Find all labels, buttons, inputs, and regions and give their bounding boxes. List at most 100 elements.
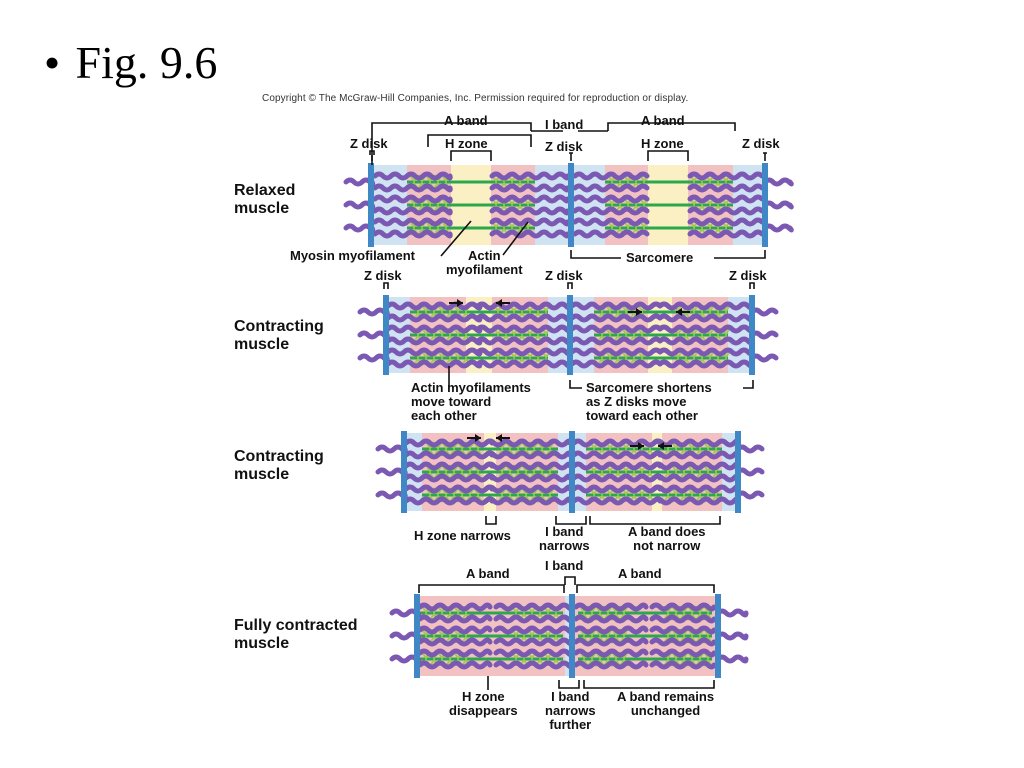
full-bridge-0-0 [421, 605, 471, 621]
contracting2-bridge-2-2 [589, 487, 655, 503]
contracting1-actin-3-2b [657, 359, 754, 369]
contracting2-z-disk-0 [401, 431, 407, 513]
label-sarcomere: Sarcomere [626, 250, 694, 265]
relaxed-actin-1-2a [489, 217, 570, 227]
z-r2-left [383, 282, 389, 289]
relaxed-actin-1-1a [489, 194, 570, 204]
relaxed-actin-2-1b [572, 206, 650, 216]
contracting1-bridge-1-0 [493, 304, 551, 320]
arrow-r2-mid-left-head [636, 308, 642, 316]
label-a-band-left: A band [444, 113, 488, 128]
contracting1-band-9 [728, 297, 752, 373]
contracting2-actin-1-0b [483, 450, 573, 460]
contracting1-actin-2-2a [569, 347, 663, 357]
bracket-sarcomere-shortens-left [569, 380, 582, 389]
relaxed-bridge-0-0 [409, 174, 451, 190]
contracting1-bridge-3-1 [673, 327, 731, 343]
contracting1-actin-2-0b [569, 313, 663, 323]
contracting1-bridge-0-2 [413, 350, 471, 366]
relaxed-bridge-1-0 [491, 174, 533, 190]
arrow-r3-left-head [475, 434, 481, 442]
contracting2-ext-1-0 [735, 444, 765, 454]
contracting1-actin-0-0a [385, 301, 483, 311]
contracting2-actin-2-0a [571, 438, 663, 448]
contracting1-actin-2-2b [569, 359, 663, 369]
contracting1-bridge-1-2 [493, 350, 551, 366]
contracting2-bridge-0-0 [425, 441, 483, 457]
label-a-band-r4-left: A band [466, 566, 510, 581]
contracting2-actin-1-1a [483, 461, 573, 471]
relaxed-z-disk-2 [762, 163, 768, 247]
contracting1-z-disk-0 [383, 295, 389, 375]
contracting1-bridge-0-0 [413, 304, 471, 320]
label-z-disk-r2-right: Z disk [729, 268, 767, 283]
contracting2-bridge-0-1 [425, 464, 483, 480]
contracting2-bridge-0-2 [425, 487, 483, 503]
full-actin-0-2b [417, 660, 493, 670]
full-z-disk-0 [414, 594, 420, 678]
full-bridge-3-2 [663, 651, 713, 667]
bracket-sarcomere-right [714, 250, 766, 259]
arrow-r2-mid-right-head [676, 308, 682, 316]
relaxed-actin-3-2a [687, 217, 765, 227]
relaxed-actin-0-0a [372, 171, 453, 181]
contracting1-actin-2-0a [569, 301, 663, 311]
bands [343, 163, 794, 678]
relaxed-ext-1-0 [762, 177, 794, 187]
arrow-r3-mid-left-head [638, 442, 644, 450]
relaxed-bridge-2-0 [607, 174, 649, 190]
contracting2-bridge-1-2 [497, 487, 555, 503]
relaxed-actin-2-2b [572, 229, 650, 239]
full-actin-0-0b [417, 614, 493, 624]
relaxed-actin-2-2a [572, 217, 650, 227]
full-actin-0-1b [417, 637, 493, 647]
label-h-zone-narrows: H zone narrows [414, 528, 511, 543]
relaxed-z-disk-0 [368, 163, 374, 247]
full-ext-1-2 [715, 654, 749, 664]
label-i-band-top: I band [545, 117, 584, 132]
relaxed-actin-1-1b [489, 206, 570, 216]
relaxed-bridge-0-1 [409, 197, 451, 213]
full-bridge-1-0 [511, 605, 561, 621]
contracting1-actin-0-0b [385, 313, 483, 323]
full-ext-1-1 [715, 631, 749, 641]
full-actin-3-1b [649, 637, 717, 647]
arrow-r3-mid-right-head [658, 442, 664, 450]
contracting2-actin-1-0a [483, 438, 573, 448]
full-actin-3-0b [649, 614, 717, 624]
full-actin-2-2a [573, 648, 649, 658]
bracket-i-band-narrows [555, 516, 587, 525]
relaxed-bridge-3-0 [689, 174, 731, 190]
full-bridge-2-2 [579, 651, 629, 667]
contracting2-actin-2-0b [571, 450, 663, 460]
contracting2-actin-2-2b [571, 496, 663, 506]
contracting1-bridge-2-2 [597, 350, 647, 366]
full-z-disk-1 [569, 594, 575, 678]
full-actin-2-0b [573, 614, 649, 624]
contracting1-actin-3-1b [657, 336, 754, 346]
label-myosin: Myosin myofilament [290, 248, 415, 263]
contracting2-bridge-3-1 [663, 464, 721, 480]
label-z-disk-r2-left: Z disk [364, 268, 402, 283]
contracting2-actin-0-0a [403, 438, 495, 448]
copyright-notice: Copyright © The McGraw-Hill Companies, I… [262, 93, 689, 104]
full-bridge-2-0 [579, 605, 629, 621]
full-z-disk-2 [715, 594, 721, 678]
full-actin-0-1a [417, 625, 493, 635]
title-text: Fig. 9.6 [75, 37, 218, 88]
full-actin-1-1a [493, 625, 575, 635]
full-bridge-2-1 [579, 628, 629, 644]
contracting1-actin-2-1a [569, 324, 663, 334]
label-z-disk-right: Z disk [742, 136, 780, 151]
contracting1-ext-1-1 [749, 330, 779, 340]
full-actin-3-1a [649, 625, 717, 635]
contracting1-actin-3-0b [657, 313, 754, 323]
label-h-zone-left: H zone [445, 136, 488, 151]
full-bridge-1-2 [511, 651, 561, 667]
contracting2-actin-0-1a [403, 461, 495, 471]
